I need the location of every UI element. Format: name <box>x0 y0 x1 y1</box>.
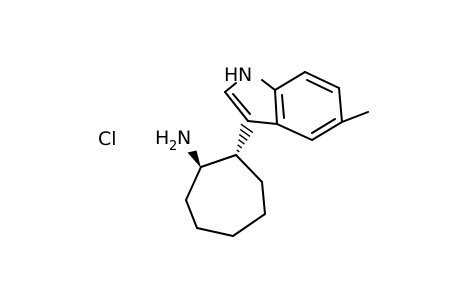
hashed-stereo-bond <box>235 123 254 156</box>
bond-c3-c4 <box>261 181 266 215</box>
amine-n: N <box>177 127 191 149</box>
indole-nh-n: N <box>238 64 252 86</box>
bond-c6-c7 <box>185 199 198 229</box>
amine-subscript: 2 <box>169 139 177 154</box>
bond-c3a-c7a <box>274 89 278 125</box>
bond-c2-c3 <box>224 91 249 122</box>
bond-c7a-c7 <box>274 71 306 91</box>
bond-c2-c3-inner <box>232 93 251 115</box>
counter-ion-label: Cl <box>98 128 117 150</box>
wedge-stereo-bond <box>187 150 201 168</box>
bond-c5-c4 <box>311 121 343 141</box>
indole-pyrrole-ring <box>224 79 278 125</box>
indole-benzene-ring <box>274 71 343 141</box>
bond-c1-c2 <box>200 154 237 168</box>
bond-c3-c3a <box>247 120 278 125</box>
bond-methyl <box>341 111 369 123</box>
bond-c5-c4-inner <box>311 118 336 134</box>
bond-c7-c1 <box>185 166 202 201</box>
bond-c7-c6 <box>304 71 340 89</box>
bond-c7-c6-inner <box>306 79 333 93</box>
indole-nh-label: H N <box>224 64 252 86</box>
bond-c2-c3 <box>235 154 263 183</box>
bond-c5-c6 <box>196 227 234 237</box>
bond-c7a-n1 <box>261 79 276 91</box>
amine-h: H <box>155 127 169 149</box>
bond-c3a-c7a-inner <box>281 94 285 119</box>
bond-c4-c3a <box>276 123 313 141</box>
bond-c4-c5 <box>232 213 266 237</box>
bond-c6-c5 <box>338 87 343 123</box>
indole-nh-h: H <box>224 64 238 86</box>
cycloheptane-ring <box>185 154 266 237</box>
amine-label: H 2 N <box>155 127 191 154</box>
bond-n1-c2 <box>224 82 237 93</box>
